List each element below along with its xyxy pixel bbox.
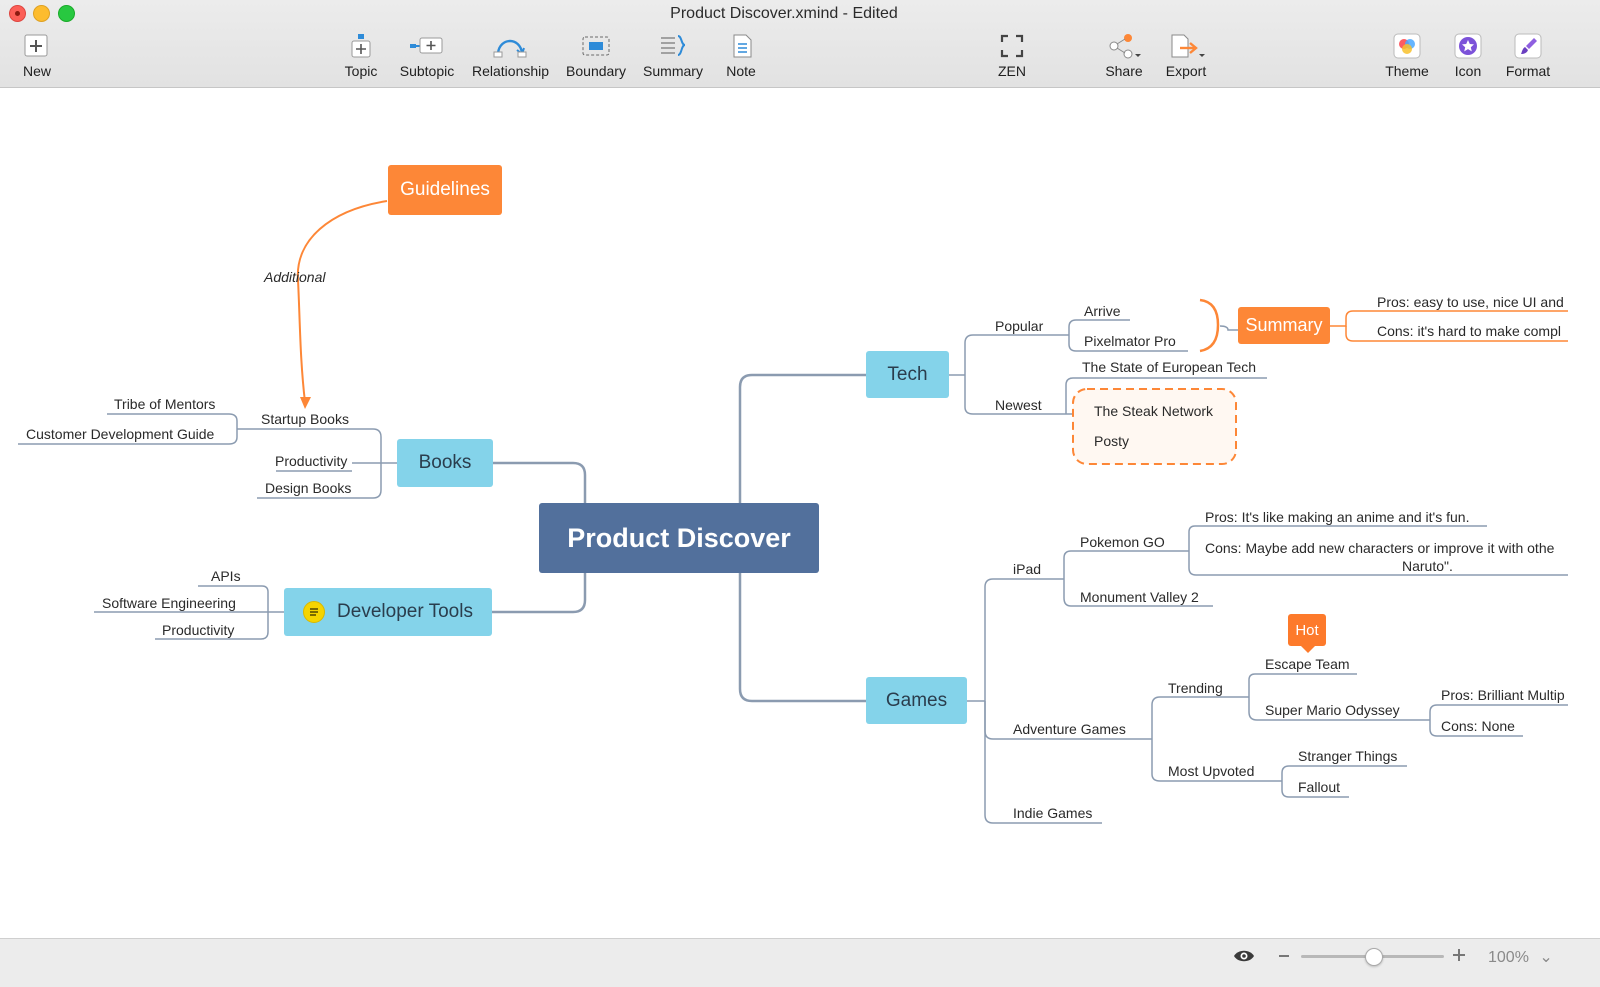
- maximize-window-button[interactable]: [58, 5, 75, 22]
- zen-label: ZEN: [998, 63, 1026, 79]
- fallout-topic[interactable]: Fallout: [1298, 779, 1341, 795]
- software-engineering-topic[interactable]: Software Engineering: [102, 595, 236, 611]
- export-button[interactable]: Export: [1164, 33, 1208, 79]
- subtopic-icon: [407, 33, 447, 59]
- stranger-things-topic[interactable]: Stranger Things: [1298, 748, 1398, 764]
- relationship-icon: [490, 33, 530, 59]
- title-bar: Product Discover.xmind - Edited New Topi…: [0, 0, 1600, 88]
- close-window-button[interactable]: [9, 5, 26, 22]
- share-icon: [1104, 33, 1144, 59]
- theme-label: Theme: [1385, 63, 1429, 79]
- zoom-slider[interactable]: [1301, 948, 1444, 966]
- note-marker-icon: [303, 601, 326, 623]
- status-bar: 100% ⌄: [0, 938, 1600, 987]
- note-label: Note: [726, 63, 756, 79]
- boundary-icon: [576, 33, 616, 59]
- books-topic[interactable]: Books: [397, 439, 493, 487]
- note-icon: [722, 33, 762, 59]
- new-button[interactable]: New: [17, 33, 57, 79]
- share-label: Share: [1105, 63, 1143, 79]
- steak-network-topic[interactable]: The Steak Network: [1094, 403, 1214, 419]
- games-topic[interactable]: Games: [866, 677, 967, 724]
- window-title: Product Discover.xmind - Edited: [670, 5, 898, 22]
- minimize-window-button[interactable]: [33, 5, 50, 22]
- format-button[interactable]: Format: [1503, 33, 1553, 79]
- icon-star-icon: [1448, 33, 1488, 59]
- summary-topic[interactable]: Summary: [1238, 307, 1330, 344]
- zen-fullscreen-icon: [992, 33, 1032, 59]
- zoom-out-icon[interactable]: [1279, 955, 1289, 957]
- pokemon-pros-topic[interactable]: Pros: It's like making an anime and it's…: [1205, 509, 1470, 525]
- pixelmator-pro-topic[interactable]: Pixelmator Pro: [1084, 333, 1176, 349]
- format-label: Format: [1505, 63, 1551, 79]
- zen-button[interactable]: ZEN: [992, 33, 1032, 79]
- ipad-topic[interactable]: iPad: [1013, 561, 1042, 577]
- hot-label-badge[interactable]: Hot: [1288, 614, 1326, 653]
- customer-development-guide-topic[interactable]: Customer Development Guide: [26, 426, 215, 442]
- format-brush-icon: [1508, 33, 1548, 59]
- zoom-in-icon[interactable]: [1453, 949, 1465, 961]
- zoom-level-value: 100%: [1488, 949, 1529, 966]
- books-productivity-topic[interactable]: Productivity: [275, 453, 348, 469]
- zoom-slider-thumb[interactable]: [1364, 948, 1383, 966]
- icon-label: Icon: [1454, 63, 1482, 79]
- pokemon-cons-continued: Naruto".: [1402, 558, 1453, 574]
- new-document-icon: [17, 33, 57, 59]
- export-label: Export: [1165, 63, 1207, 79]
- mario-cons-topic[interactable]: Cons: None: [1441, 718, 1515, 734]
- subtopic-button[interactable]: Subtopic: [396, 33, 458, 79]
- devtools-productivity-topic[interactable]: Productivity: [162, 622, 235, 638]
- pokemon-go-topic[interactable]: Pokemon GO: [1080, 534, 1165, 550]
- arrive-topic[interactable]: Arrive: [1084, 303, 1121, 319]
- startup-books-topic[interactable]: Startup Books: [261, 411, 349, 427]
- popular-topic[interactable]: Popular: [995, 318, 1044, 334]
- state-of-european-tech-topic[interactable]: The State of European Tech: [1082, 359, 1257, 375]
- newest-topic[interactable]: Newest: [995, 397, 1042, 413]
- subtopic-label: Subtopic: [399, 63, 455, 79]
- theme-button[interactable]: Theme: [1384, 33, 1430, 79]
- boundary-label: Boundary: [566, 63, 626, 79]
- new-label: New: [22, 63, 51, 79]
- share-button[interactable]: Share: [1104, 33, 1144, 79]
- indie-games-topic[interactable]: Indie Games: [1013, 805, 1093, 821]
- relationship-label: Relationship: [472, 63, 550, 79]
- tribe-of-mentors-topic[interactable]: Tribe of Mentors: [114, 396, 216, 412]
- mario-pros-topic[interactable]: Pros: Brilliant Multip: [1441, 687, 1565, 703]
- super-mario-odyssey-topic[interactable]: Super Mario Odyssey: [1265, 702, 1400, 718]
- guidelines-floating-topic[interactable]: Guidelines: [388, 165, 502, 215]
- monument-valley-topic[interactable]: Monument Valley 2: [1080, 589, 1199, 605]
- note-button[interactable]: Note: [722, 33, 760, 79]
- summary-label: Summary: [643, 63, 703, 79]
- icon-button[interactable]: Icon: [1448, 33, 1488, 79]
- most-upvoted-topic[interactable]: Most Upvoted: [1168, 763, 1255, 779]
- central-topic[interactable]: Product Discover: [539, 503, 819, 573]
- outline-view-eye-icon[interactable]: [1233, 948, 1255, 969]
- apis-topic[interactable]: APIs: [211, 568, 241, 584]
- export-icon: [1166, 33, 1206, 59]
- adventure-games-topic[interactable]: Adventure Games: [1013, 721, 1126, 737]
- topic-icon: [341, 33, 381, 59]
- relationship-button[interactable]: Relationship: [472, 33, 550, 79]
- summary-pros-topic[interactable]: Pros: easy to use, nice UI and: [1377, 294, 1564, 310]
- pokemon-cons-topic[interactable]: Cons: Maybe add new characters or improv…: [1205, 540, 1555, 556]
- topic-button[interactable]: Topic: [341, 33, 381, 79]
- developer-tools-topic[interactable]: Developer Tools: [284, 588, 492, 636]
- summary-button[interactable]: Summary: [642, 33, 704, 79]
- chevron-down-icon: ⌄: [1539, 949, 1553, 966]
- zoom-level-select[interactable]: 100% ⌄: [1488, 947, 1553, 967]
- theme-icon: [1387, 33, 1427, 59]
- design-books-topic[interactable]: Design Books: [265, 480, 352, 496]
- developer-tools-label: Developer Tools: [337, 601, 473, 622]
- posty-topic[interactable]: Posty: [1094, 433, 1130, 449]
- summary-cons-topic[interactable]: Cons: it's hard to make compl: [1377, 323, 1561, 339]
- mind-map-canvas[interactable]: Product Discover Guidelines Additional B…: [0, 88, 1600, 938]
- boundary-button[interactable]: Boundary: [565, 33, 627, 79]
- branch-connectors: [18, 200, 1568, 824]
- tech-topic[interactable]: Tech: [866, 351, 949, 398]
- relationship-label[interactable]: Additional: [264, 269, 326, 285]
- summary-icon: [653, 33, 693, 59]
- trending-topic[interactable]: Trending: [1168, 680, 1223, 696]
- topic-label: Topic: [344, 63, 378, 79]
- escape-team-topic[interactable]: Escape Team: [1265, 656, 1350, 672]
